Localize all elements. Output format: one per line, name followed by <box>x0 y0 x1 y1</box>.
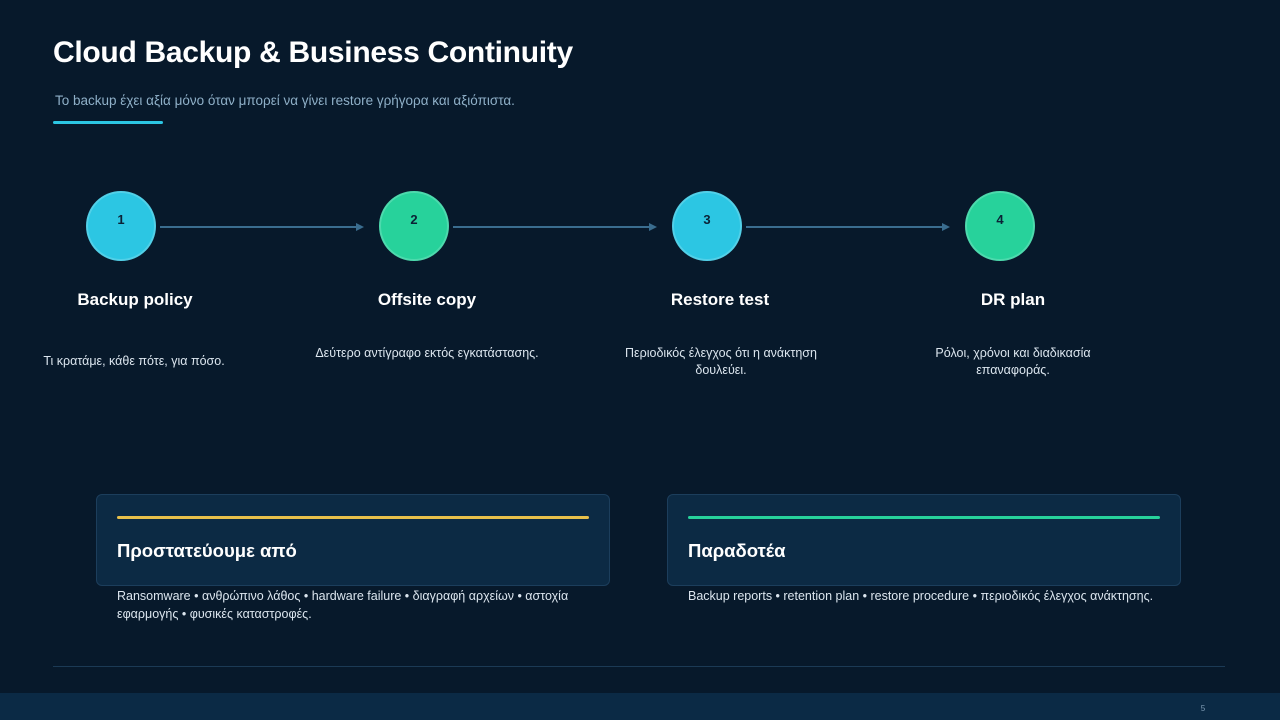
title-underline <box>53 121 163 124</box>
step-3-arrow <box>746 223 950 231</box>
threats-card-title: Προστατεύουμε από <box>117 540 297 561</box>
step-1-description: Τι κρατάμε, κάθε πότε, για πόσο. <box>43 354 225 368</box>
page-number: 5 <box>1200 704 1206 713</box>
step-1-title: Backup policy <box>77 290 193 309</box>
deliverables-card: Παραδοτέα <box>667 494 1181 586</box>
threats-card-accent-bar <box>117 516 589 519</box>
step-3-description: Περιοδικός έλεγχος ότι η ανάκτηση δουλεύ… <box>625 346 817 377</box>
step-2-arrow <box>453 223 657 231</box>
step-4-title: DR plan <box>980 290 1046 309</box>
step-4-description: Ρόλοι, χρόνοι και διαδικασία επαναφοράς. <box>935 346 1091 377</box>
slide-title: Cloud Backup & Business Continuity <box>53 36 573 69</box>
step-4-circle: 4 <box>965 191 1035 261</box>
step-1-circle: 1 <box>86 191 156 261</box>
slide-subtitle: Το backup έχει αξία μόνο όταν μπορεί να … <box>55 93 515 108</box>
step-3-circle: 3 <box>672 191 742 261</box>
deliverables-card-title: Παραδοτέα <box>688 540 786 561</box>
step-2-circle: 2 <box>379 191 449 261</box>
footer-divider <box>53 666 1225 667</box>
footer-bar <box>0 693 1280 720</box>
step-2-title: Offsite copy <box>377 290 477 309</box>
step-3-title: Restore test <box>670 290 770 309</box>
deliverables-card-text: Backup reports • retention plan • restor… <box>688 589 1154 603</box>
step-1-arrow <box>160 223 364 231</box>
deliverables-card-accent-bar <box>688 516 1160 519</box>
step-2-description: Δεύτερο αντίγραφο εκτός εγκατάστασης. <box>315 346 539 360</box>
threats-card-text: Ransomware • ανθρώπινο λάθος • hardware … <box>117 589 569 621</box>
threats-card: Προστατεύουμε από <box>96 494 610 586</box>
